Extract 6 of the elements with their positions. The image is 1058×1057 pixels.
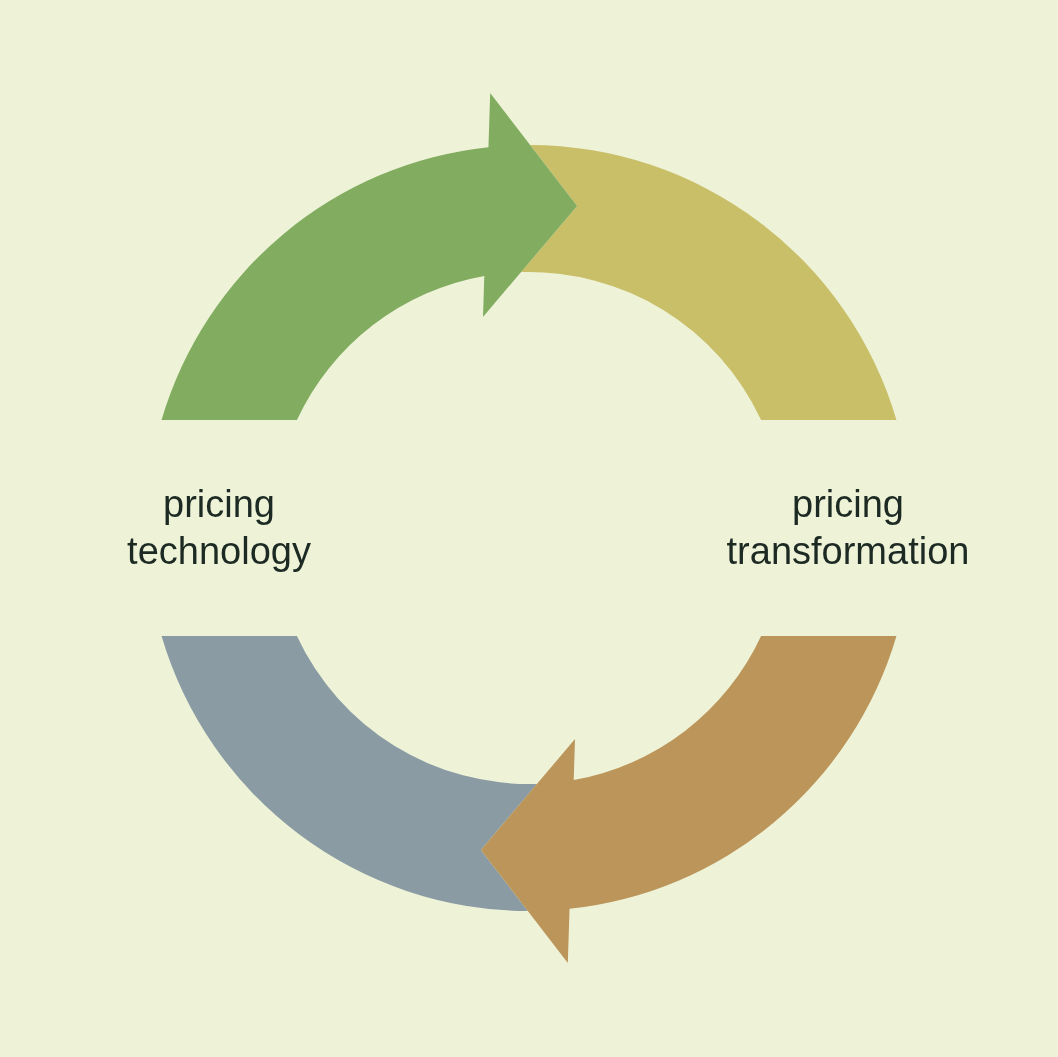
curved-arrow [161, 93, 578, 420]
arc-segment [521, 145, 897, 420]
curved-arrow [480, 636, 897, 963]
cycle-label: pricing transformation [725, 482, 971, 574]
arc-segment [161, 636, 537, 911]
cycle-label: pricing technology [126, 482, 312, 574]
